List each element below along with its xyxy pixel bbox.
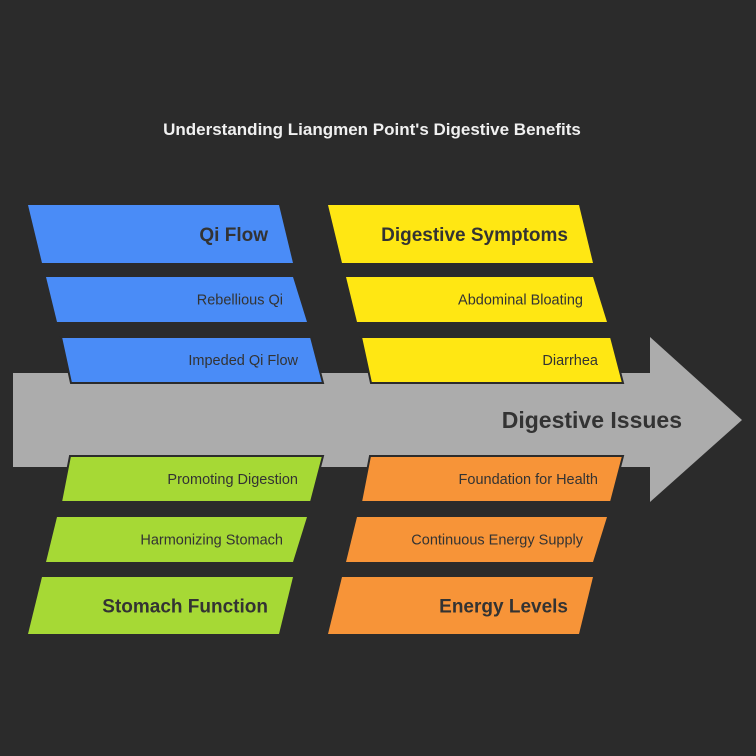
stomach-function-item-box	[46, 517, 307, 562]
digestive-symptoms-item-label: Abdominal Bloating	[458, 293, 583, 309]
digestive-symptoms-category-box	[328, 205, 593, 263]
qi-flow-item-label: Rebellious Qi	[197, 293, 283, 309]
energy-levels-item-box	[359, 455, 625, 503]
qi-flow-item-label: Impeded Qi Flow	[188, 353, 298, 369]
qi-flow-item-box	[46, 277, 307, 322]
energy-levels-item-label: Continuous Energy Supply	[411, 533, 583, 549]
qi-flow-category-box	[28, 205, 293, 263]
digestive-symptoms-item-box	[346, 277, 607, 322]
energy-levels-item-label: Foundation for Health	[459, 472, 598, 488]
stomach-function-category-box	[28, 577, 293, 634]
digestive-symptoms-item-label: Diarrhea	[542, 353, 599, 369]
diagram-title: Understanding Liangmen Point's Digestive…	[163, 120, 581, 139]
qi-flow-category-label: Qi Flow	[199, 225, 268, 246]
energy-levels-item-box	[346, 517, 607, 562]
digestive-symptoms-item-box	[359, 336, 625, 384]
stomach-function-item-label: Harmonizing Stomach	[140, 533, 283, 549]
digestive-symptoms-category-label: Digestive Symptoms	[381, 225, 568, 246]
stomach-function-item-label: Promoting Digestion	[167, 472, 298, 488]
stomach-function-item-box	[59, 455, 325, 503]
stomach-function-category-label: Stomach Function	[102, 597, 268, 618]
spine-label: Digestive Issues	[502, 407, 682, 433]
energy-levels-category-label: Energy Levels	[439, 597, 568, 618]
energy-levels-category-box	[328, 577, 593, 634]
qi-flow-item-box	[59, 336, 325, 384]
